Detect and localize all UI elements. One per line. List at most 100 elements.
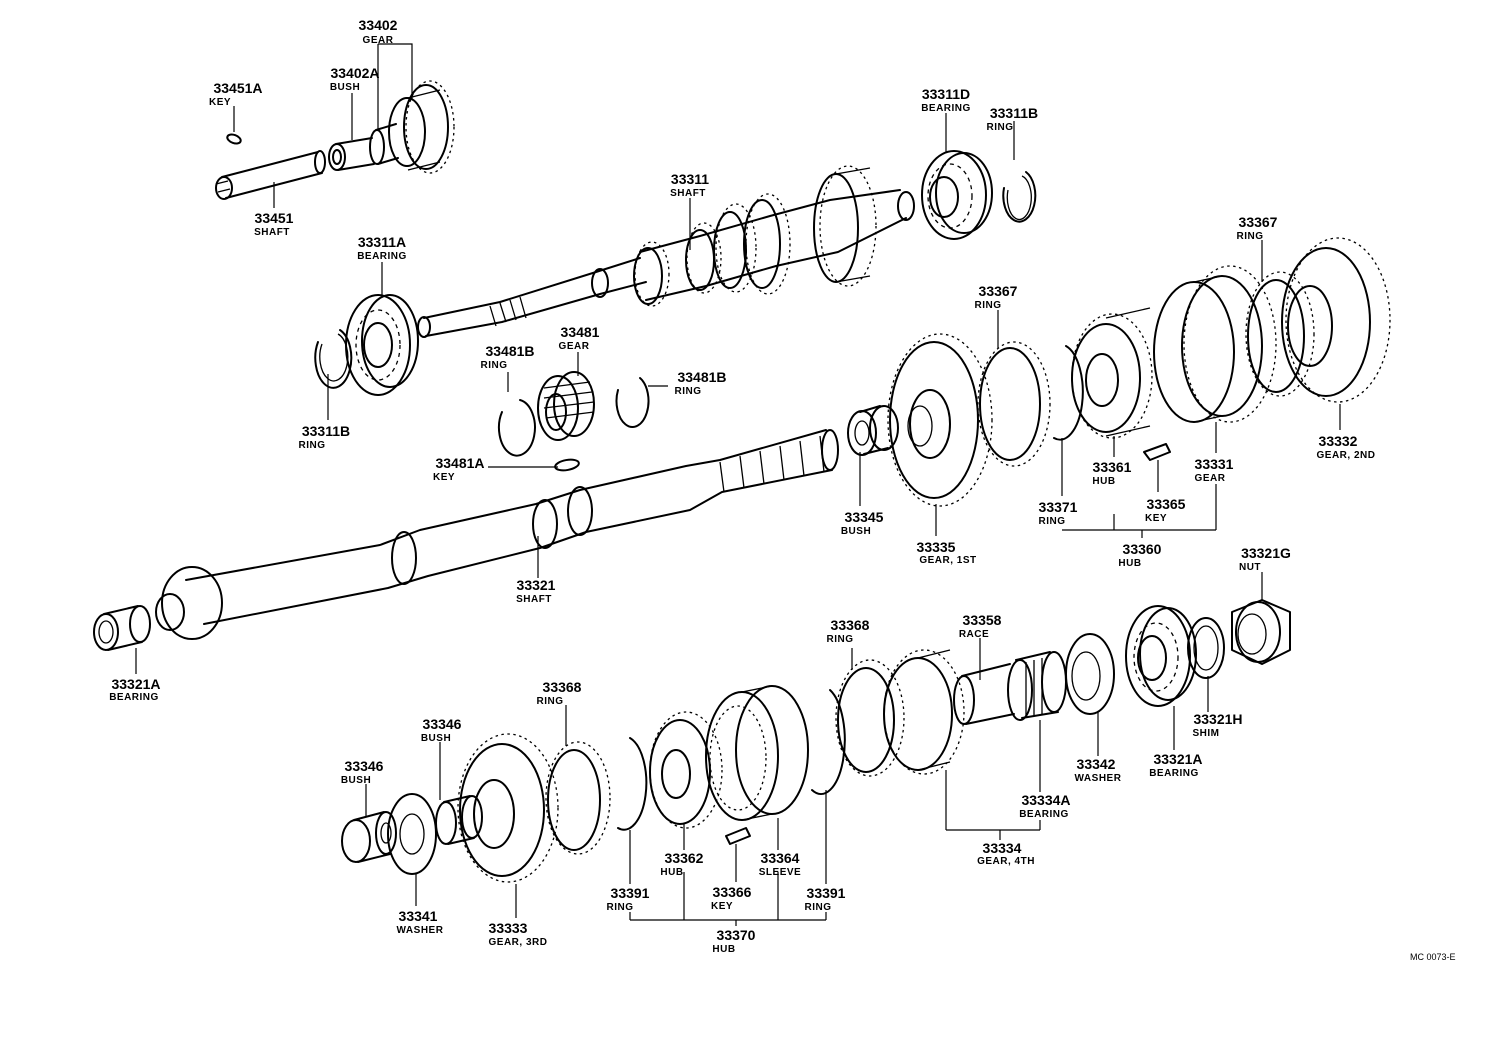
part-name: HUB bbox=[1092, 476, 1115, 487]
part-label-33368-mid: 33368 RING bbox=[827, 617, 870, 645]
part-number: 33361 bbox=[1093, 459, 1132, 475]
part-label-33333: 33333 GEAR, 3RD bbox=[489, 920, 548, 948]
part-number: 33402 bbox=[359, 17, 398, 33]
shaft-33451 bbox=[215, 150, 326, 200]
part-name: BEARING bbox=[109, 692, 159, 703]
part-name: BUSH bbox=[341, 775, 371, 786]
part-number: 33366 bbox=[713, 884, 752, 900]
bush-33346-lower bbox=[341, 811, 397, 863]
part-number: 33311B bbox=[302, 423, 350, 439]
nut-33321G bbox=[1231, 599, 1291, 665]
leader-lines bbox=[135, 43, 1341, 926]
part-label-33364: 33364 SLEEVE bbox=[759, 850, 801, 878]
part-number: 33367 bbox=[979, 283, 1018, 299]
gear-33402 bbox=[369, 80, 455, 174]
ring-33367-top bbox=[1245, 271, 1315, 397]
part-label-33367-mid: 33367 RING bbox=[975, 283, 1018, 311]
part-label-33481B-right: 33481B RING bbox=[675, 369, 727, 397]
ring-33367-mid bbox=[977, 341, 1051, 467]
part-number: 33358 bbox=[963, 612, 1002, 628]
part-label-33481B-left: 33481B RING bbox=[481, 343, 535, 371]
part-name: BEARING bbox=[357, 251, 407, 262]
washer-33342 bbox=[1065, 633, 1115, 715]
part-name: KEY bbox=[209, 97, 231, 108]
part-name: SLEEVE bbox=[759, 867, 801, 878]
part-number: 33311B bbox=[990, 105, 1038, 121]
ring-33481B-right bbox=[615, 377, 650, 428]
part-label-33481: 33481 GEAR bbox=[559, 324, 600, 352]
gear-33331 bbox=[1153, 265, 1277, 423]
part-name: GEAR bbox=[559, 341, 590, 352]
part-label-33361: 33361 HUB bbox=[1092, 459, 1131, 487]
bush-33402A bbox=[328, 137, 375, 171]
bearing-33321A-right bbox=[1125, 605, 1197, 707]
part-number: 33333 bbox=[489, 920, 528, 936]
shaft-33311 bbox=[417, 165, 915, 338]
key-33451A bbox=[226, 133, 242, 145]
part-number: 33360 bbox=[1123, 541, 1162, 557]
part-number: 33334 bbox=[983, 840, 1022, 856]
part-name: RING bbox=[607, 902, 634, 913]
part-label-33358: 33358 RACE bbox=[959, 612, 1002, 640]
part-name: SHAFT bbox=[254, 227, 290, 238]
part-name: KEY bbox=[433, 472, 455, 483]
part-label-33311A: 33311A BEARING bbox=[357, 234, 407, 262]
part-name: HUB bbox=[712, 944, 735, 955]
hub-33362 bbox=[649, 711, 723, 829]
ring-33391-left bbox=[617, 737, 648, 831]
bearing-33311D bbox=[921, 150, 993, 240]
part-label-33362: 33362 HUB bbox=[660, 850, 703, 878]
sleeve-33364 bbox=[705, 685, 809, 821]
part-name: RING bbox=[975, 300, 1002, 311]
part-label-33345: 33345 BUSH bbox=[841, 509, 884, 537]
part-label-33402: 33402 GEAR bbox=[359, 17, 398, 46]
part-label-33346-upper: 33346 BUSH bbox=[421, 716, 462, 744]
part-number: 33331 bbox=[1195, 456, 1234, 472]
part-label-33360: 33360 HUB bbox=[1118, 541, 1161, 569]
part-number: 33321G bbox=[1241, 545, 1291, 561]
shaft-33321 bbox=[155, 429, 839, 640]
part-name: HUB bbox=[1118, 558, 1141, 569]
part-number: 33481A bbox=[435, 455, 484, 471]
gear-33335 bbox=[887, 333, 993, 507]
part-name: KEY bbox=[711, 901, 733, 912]
part-name: SHAFT bbox=[670, 188, 706, 199]
part-label-33331: 33331 GEAR bbox=[1195, 456, 1234, 484]
part-label-33451: 33451 SHAFT bbox=[254, 210, 294, 238]
part-name: SHAFT bbox=[516, 594, 552, 605]
gear-33332 bbox=[1281, 237, 1391, 403]
part-name: RING bbox=[1039, 516, 1066, 527]
part-label-33481A: 33481A KEY bbox=[433, 455, 485, 483]
ring-33368-left bbox=[545, 741, 611, 855]
part-number: 33362 bbox=[665, 850, 704, 866]
part-number: 33334A bbox=[1021, 792, 1070, 808]
part-name: GEAR, 3RD bbox=[489, 937, 548, 948]
part-number: 33311A bbox=[358, 234, 406, 250]
part-name: GEAR bbox=[1195, 473, 1226, 484]
part-name: NUT bbox=[1239, 562, 1261, 573]
ring-33481B-left bbox=[497, 399, 536, 457]
part-number: 33368 bbox=[831, 617, 870, 633]
part-label-33366: 33366 KEY bbox=[711, 884, 752, 912]
part-label-33341: 33341 WASHER bbox=[397, 908, 444, 936]
part-number: 33402A bbox=[330, 65, 379, 81]
part-number: 33335 bbox=[917, 539, 956, 555]
part-label-33311D: 33311D BEARING bbox=[921, 86, 971, 114]
part-number: 33332 bbox=[1319, 433, 1358, 449]
part-label-33365: 33365 KEY bbox=[1145, 496, 1186, 524]
part-name: GEAR, 4TH bbox=[977, 856, 1035, 867]
diagram-reference-code: MC 0073-E bbox=[1410, 952, 1456, 962]
part-number: 33367 bbox=[1239, 214, 1278, 230]
gear-33333 bbox=[457, 733, 559, 883]
ring-33391-right bbox=[811, 689, 846, 795]
part-name: BEARING bbox=[921, 103, 971, 114]
part-name: RACE bbox=[959, 629, 989, 640]
part-name: GEAR, 1ST bbox=[919, 555, 976, 566]
parts-artwork bbox=[93, 80, 1391, 883]
part-number: 33371 bbox=[1039, 499, 1078, 515]
part-name: BEARING bbox=[1149, 768, 1199, 779]
washer-33341 bbox=[387, 793, 437, 875]
part-number: 33311 bbox=[671, 171, 709, 187]
part-label-33451A: 33451A KEY bbox=[209, 80, 263, 108]
part-name: SHIM bbox=[1193, 728, 1220, 739]
